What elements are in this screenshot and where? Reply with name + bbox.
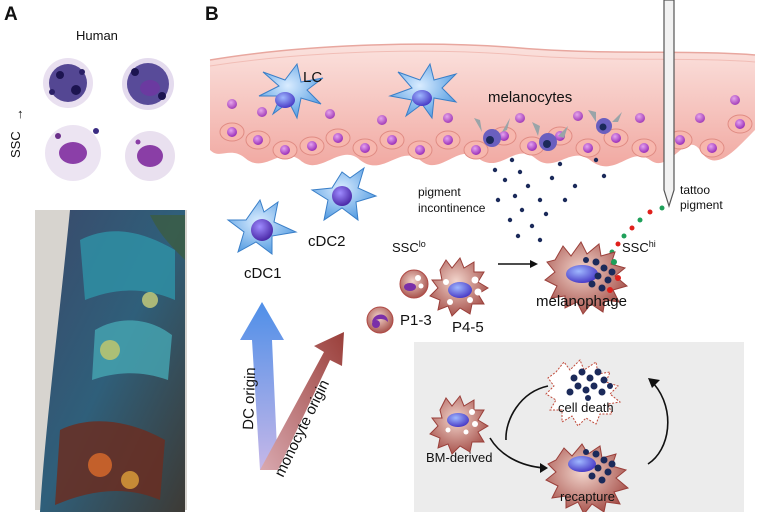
tattoo-label-line1: tattoo bbox=[680, 183, 710, 197]
p13-label: P1-3 bbox=[400, 312, 432, 329]
recapture-cell bbox=[545, 443, 630, 515]
dc-origin-arrow bbox=[240, 302, 284, 470]
basal-keratinocytes bbox=[219, 95, 753, 160]
cell-agranular-1 bbox=[45, 125, 101, 181]
monocyte-origin-arrow bbox=[260, 332, 344, 470]
dc-origin-label: DC origin bbox=[240, 367, 259, 430]
melanocyte-cells bbox=[474, 110, 622, 151]
bm-derived-label: BM-derived bbox=[426, 450, 492, 465]
arrowhead-death bbox=[648, 378, 660, 388]
arrow-bm-to-recapture bbox=[489, 437, 545, 469]
micrograph-cells bbox=[43, 58, 175, 181]
cdc1-label: cDC1 bbox=[244, 265, 282, 282]
skin-surface-2 bbox=[209, 50, 756, 67]
pigment-particles bbox=[492, 157, 607, 243]
langerhans-cells bbox=[258, 62, 458, 120]
cdc1-cell bbox=[226, 198, 298, 255]
p45-to-melanophage-arrow bbox=[498, 260, 538, 268]
cell-agranular-2 bbox=[125, 131, 175, 181]
recapture-label: recapture bbox=[560, 489, 615, 504]
p45-label: P4-5 bbox=[452, 319, 484, 336]
melanophage-cell bbox=[544, 241, 629, 315]
panel-a: A Human ↑ SSC bbox=[4, 4, 187, 512]
cdc2-label: cDC2 bbox=[308, 233, 346, 250]
panel-b-letter: B bbox=[205, 4, 219, 25]
melanophage-label: melanophage bbox=[536, 293, 627, 310]
lc-label: LC bbox=[303, 69, 322, 86]
origin-arrows bbox=[240, 302, 344, 470]
arrow-deadcell-to-bm bbox=[505, 385, 549, 441]
recycling-inset: BM-derived cell death bbox=[414, 342, 744, 515]
pigment-label-line1: pigment bbox=[418, 185, 461, 199]
skin-surface bbox=[209, 43, 756, 61]
tattoo-needle bbox=[663, 0, 675, 209]
ssc-axis-arrow: ↑ bbox=[17, 106, 24, 121]
bm-derived-cell bbox=[429, 395, 489, 455]
pigment-label-line2: incontinence bbox=[418, 201, 486, 215]
cdc2-cell bbox=[310, 166, 378, 222]
cell-granular-1 bbox=[43, 58, 93, 108]
ssclo-cell bbox=[399, 269, 429, 299]
ssc-lo-label: SSClo bbox=[392, 239, 426, 255]
cell-death-label: cell death bbox=[558, 400, 614, 415]
species-label: Human bbox=[76, 28, 118, 43]
p45-cell bbox=[429, 257, 489, 317]
panel-b: B bbox=[205, 0, 756, 515]
p13-cell bbox=[366, 306, 394, 334]
cycle-arrows bbox=[489, 383, 669, 469]
arrow-recapture-to-death bbox=[647, 383, 669, 465]
melanocytes-label: melanocytes bbox=[488, 89, 572, 106]
panel-a-letter: A bbox=[4, 4, 18, 25]
arrowhead-recapture bbox=[540, 463, 548, 473]
tattoo-label-line2: pigment bbox=[680, 198, 723, 212]
epidermis bbox=[209, 43, 756, 167]
tattoo-arm-photo bbox=[35, 210, 187, 512]
dead-cell bbox=[545, 359, 622, 427]
cell-granular-2 bbox=[122, 58, 174, 110]
ssc-axis-label: SSC bbox=[8, 131, 23, 158]
ssc-hi-label: SSChi bbox=[622, 239, 656, 255]
